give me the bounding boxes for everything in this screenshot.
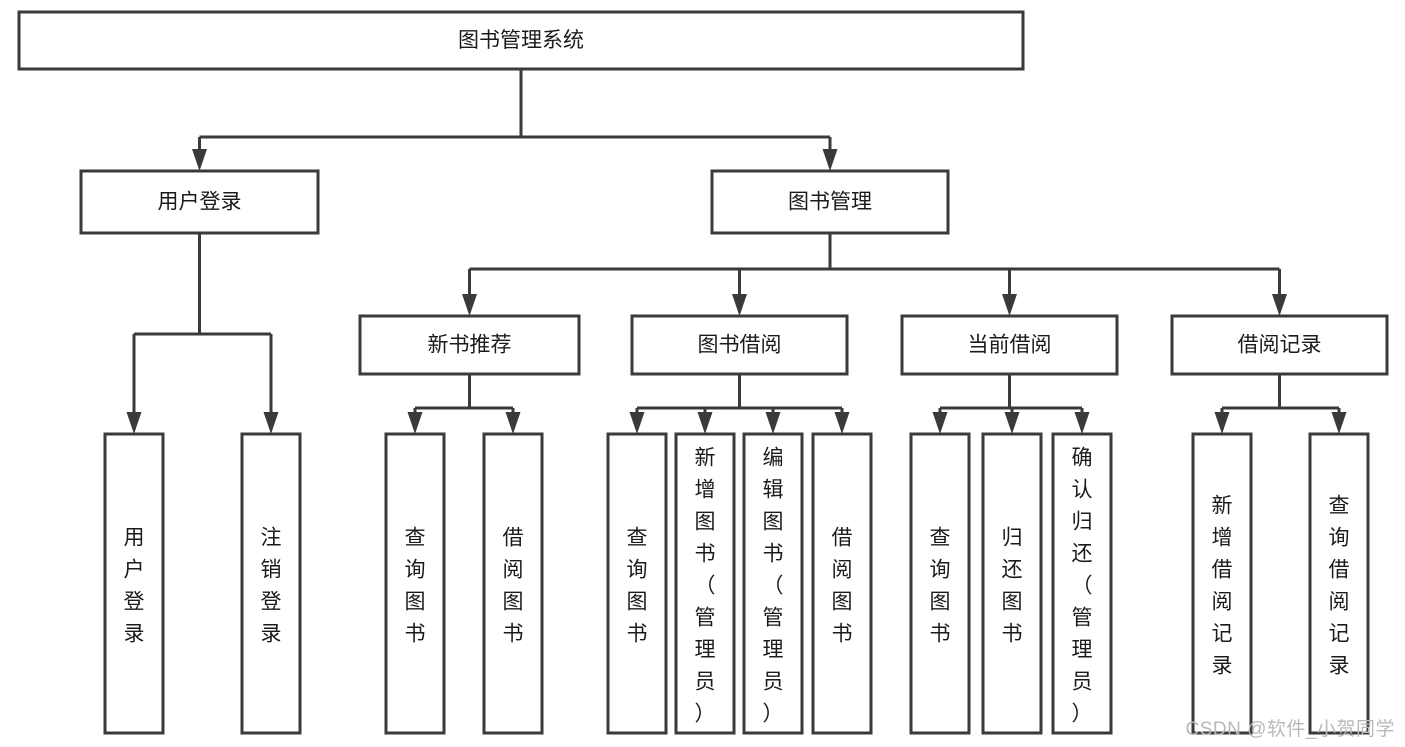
node-leaf-add-book[interactable]: 新增图书（管理员） <box>674 432 736 735</box>
arrowhead <box>263 412 279 434</box>
node-leaf-return-book[interactable]: 归还图书 <box>981 432 1043 735</box>
node-box-borrow-record[interactable] <box>1170 314 1389 376</box>
node-leaf-borrow-book-2[interactable]: 借阅图书 <box>811 432 873 735</box>
node-label-leaf-borrow-book-1: 借阅图书 <box>503 526 524 645</box>
arrowhead <box>1272 294 1287 316</box>
arrowhead <box>732 294 747 316</box>
arrowhead <box>505 412 521 434</box>
node-leaf-edit-book[interactable]: 编辑图书（管理员） <box>742 432 804 735</box>
edges-layer <box>126 69 1347 434</box>
node-leaf-query-book-1[interactable]: 查询图书 <box>384 432 446 735</box>
node-box-root[interactable] <box>17 10 1025 71</box>
arrowhead <box>462 294 477 316</box>
edge-group-root <box>192 69 838 171</box>
node-label-leaf-user-logout: 注销登录 <box>261 526 282 645</box>
node-leaf-confirm-return[interactable]: 确认归还（管理员） <box>1051 432 1113 735</box>
node-leaf-query-book-2[interactable]: 查询图书 <box>606 432 668 735</box>
node-root[interactable]: 图书管理系统 <box>17 10 1025 71</box>
node-box-new-book-rec[interactable] <box>358 314 581 376</box>
node-book-borrow[interactable]: 图书借阅 <box>630 314 849 376</box>
node-box-user-login[interactable] <box>79 169 320 235</box>
arrowhead <box>1004 412 1020 434</box>
node-box-book-mgmt[interactable] <box>710 169 950 235</box>
arrowhead <box>697 412 713 434</box>
node-borrow-record[interactable]: 借阅记录 <box>1170 314 1389 376</box>
node-label-leaf-user-login: 用户登录 <box>124 526 145 645</box>
arrowhead <box>834 412 850 434</box>
node-leaf-user-logout[interactable]: 注销登录 <box>240 432 302 735</box>
node-box-leaf-add-book[interactable] <box>674 432 736 735</box>
edge-group-current-borrow <box>932 374 1090 434</box>
node-box-leaf-borrow-book-2[interactable] <box>811 432 873 735</box>
arrowhead <box>407 412 423 434</box>
node-box-book-borrow[interactable] <box>630 314 849 376</box>
arrowhead <box>1074 412 1090 434</box>
edge-group-book-mgmt <box>462 233 1287 316</box>
node-leaf-borrow-book-1[interactable]: 借阅图书 <box>482 432 544 735</box>
node-box-leaf-return-book[interactable] <box>981 432 1043 735</box>
nodes-layer: 图书管理系统用户登录图书管理新书推荐图书借阅当前借阅借阅记录用户登录注销登录查询… <box>17 10 1389 735</box>
node-box-leaf-user-logout[interactable] <box>240 432 302 735</box>
node-label-leaf-return-book: 归还图书 <box>1002 526 1023 645</box>
node-label-leaf-query-book-2: 查询图书 <box>627 526 648 645</box>
edge-group-user-login <box>126 233 279 434</box>
node-leaf-add-record[interactable]: 新增借阅记录 <box>1191 432 1253 735</box>
node-box-leaf-edit-book[interactable] <box>742 432 804 735</box>
node-label-leaf-edit-book: 编辑图书（管理员） <box>763 446 784 725</box>
node-box-leaf-query-book-2[interactable] <box>606 432 668 735</box>
arrowhead <box>1214 412 1230 434</box>
node-label-user-login: 用户登录 <box>158 191 242 214</box>
node-label-leaf-query-book-1: 查询图书 <box>405 526 426 645</box>
node-label-leaf-borrow-book-2: 借阅图书 <box>832 526 853 645</box>
node-leaf-query-book-3[interactable]: 查询图书 <box>909 432 971 735</box>
node-label-leaf-add-book: 新增图书（管理员） <box>695 446 716 725</box>
node-label-root: 图书管理系统 <box>458 29 584 52</box>
edge-group-borrow-record <box>1214 374 1347 434</box>
node-current-borrow[interactable]: 当前借阅 <box>900 314 1119 376</box>
node-box-leaf-add-record[interactable] <box>1191 432 1253 735</box>
node-new-book-rec[interactable]: 新书推荐 <box>358 314 581 376</box>
node-user-login[interactable]: 用户登录 <box>79 169 320 235</box>
node-label-book-borrow: 图书借阅 <box>698 334 782 357</box>
edge-group-new-book-rec <box>407 374 521 434</box>
watermark-text: CSDN @软件_小贺同学 <box>1185 719 1395 740</box>
node-label-book-mgmt: 图书管理 <box>788 191 872 214</box>
node-box-leaf-borrow-book-1[interactable] <box>482 432 544 735</box>
node-leaf-user-login[interactable]: 用户登录 <box>103 432 165 735</box>
arrowhead <box>192 149 207 171</box>
arrowhead <box>126 412 142 434</box>
node-label-current-borrow: 当前借阅 <box>968 334 1052 357</box>
node-box-leaf-confirm-return[interactable] <box>1051 432 1113 735</box>
node-box-leaf-query-book-1[interactable] <box>384 432 446 735</box>
node-box-leaf-query-record[interactable] <box>1308 432 1370 735</box>
node-box-leaf-user-login[interactable] <box>103 432 165 735</box>
node-box-current-borrow[interactable] <box>900 314 1119 376</box>
node-label-new-book-rec: 新书推荐 <box>428 334 512 357</box>
node-label-leaf-add-record: 新增借阅记录 <box>1212 494 1233 677</box>
arrowhead <box>765 412 781 434</box>
node-book-mgmt[interactable]: 图书管理 <box>710 169 950 235</box>
node-label-leaf-query-record: 查询借阅记录 <box>1329 494 1350 677</box>
arrowhead <box>822 149 838 171</box>
node-label-leaf-query-book-3: 查询图书 <box>930 526 951 645</box>
node-label-borrow-record: 借阅记录 <box>1238 334 1322 357</box>
edge-group-book-borrow <box>629 374 850 434</box>
arrowhead <box>1002 294 1017 316</box>
arrowhead <box>932 412 948 434</box>
node-label-leaf-confirm-return: 确认归还（管理员） <box>1072 446 1093 725</box>
arrowhead <box>1331 412 1347 434</box>
arrowhead <box>629 412 645 434</box>
node-leaf-query-record[interactable]: 查询借阅记录 <box>1308 432 1370 735</box>
node-box-leaf-query-book-3[interactable] <box>909 432 971 735</box>
